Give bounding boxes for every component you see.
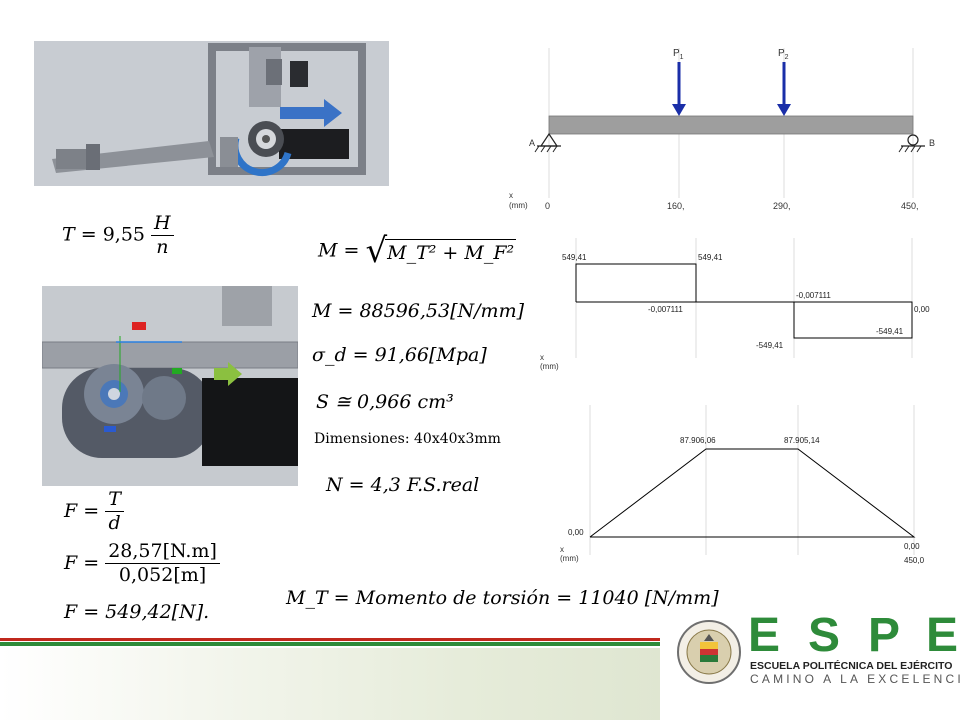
shear-label-5: 0,00 [914, 305, 930, 314]
moment-label-5: 450,0 [904, 556, 925, 565]
combined-moment-equation: M = √M_T² + M_F² [318, 231, 517, 271]
svg-text:(mm): (mm) [540, 362, 559, 371]
moment-axis-label: x [560, 545, 564, 554]
load-p1-label: P1 [673, 48, 684, 61]
espe-motto-line: CAMINO A LA EXCELENCIA [750, 672, 960, 686]
espe-seal-icon [677, 620, 741, 684]
svg-text:(mm): (mm) [560, 554, 579, 563]
moment-label-3: 0,00 [568, 528, 584, 537]
shear-diagram: 549,41 549,41 -0,007111 -0,007111 0,00 -… [540, 238, 930, 371]
beam-axis-label: x [509, 191, 513, 200]
moment-label-2: 87.905,14 [784, 436, 820, 445]
beam-diagram: P1 P2 A B x (mm) 0 160, 290, 450, [509, 48, 935, 211]
moment-label-4: 0,00 [904, 542, 920, 551]
machine-render-image [34, 41, 389, 186]
support-b-label: B [929, 138, 935, 148]
beam-tick-3: 450, [901, 201, 919, 211]
beam-tick-1: 160, [667, 201, 685, 211]
beam-body [548, 115, 914, 135]
shear-label-4: -0,007111 [796, 291, 831, 300]
moment-value-equation: M = 88596,53[N/mm] [312, 300, 524, 322]
espe-letter-p: P [868, 609, 901, 662]
svg-text:(mm): (mm) [509, 201, 528, 210]
espe-letter-e2: E [926, 609, 959, 662]
safety-factor-equation: N = 4,3 F.S.real [326, 474, 480, 496]
shaft-detail-image [42, 286, 298, 486]
footer-band [0, 648, 660, 720]
beam-tick-2: 290, [773, 201, 791, 211]
shear-axis-label: x [540, 353, 544, 362]
force-value-equation: F = 549,42[N]. [64, 601, 210, 623]
beam-tick-0: 0 [545, 201, 550, 211]
shear-label-6: -549,41 [756, 341, 784, 350]
support-a-label: A [529, 138, 535, 148]
moment-diagram: 87.906,06 87.905,14 0,00 0,00 450,0 x (m… [560, 405, 925, 565]
moment-label-1: 87.906,06 [680, 436, 716, 445]
espe-wordmark: E S P E [748, 609, 960, 662]
dimensions-text: Dimensiones: 40x40x3mm [314, 431, 501, 447]
moment-line [589, 448, 916, 538]
support-b [907, 134, 919, 146]
shear-label-3: -0,007111 [648, 305, 683, 314]
force-substitution-equation: F = 28,57[N.m]0,052[m] [64, 542, 220, 585]
shear-label-2: 549,41 [698, 253, 723, 262]
espe-letter-s: S [808, 609, 841, 662]
shear-line [575, 263, 913, 339]
stress-equation: σ_d = 91,66[Mpa] [312, 344, 487, 366]
section-modulus-equation: S ≅ 0,966 cm³ [316, 391, 454, 413]
torsion-equation: M_T = Momento de torsión = 11040 [N/mm] [286, 587, 719, 609]
load-p2-label: P2 [778, 48, 789, 61]
shear-label-1: 549,41 [562, 253, 587, 262]
shear-label-7: -549,41 [876, 327, 904, 336]
espe-name-line: ESCUELA POLITÉCNICA DEL EJÉRCITO [750, 660, 953, 672]
footer-line-red [0, 638, 660, 641]
footer-line-green [0, 642, 660, 646]
espe-letter-e1: E [748, 609, 781, 662]
